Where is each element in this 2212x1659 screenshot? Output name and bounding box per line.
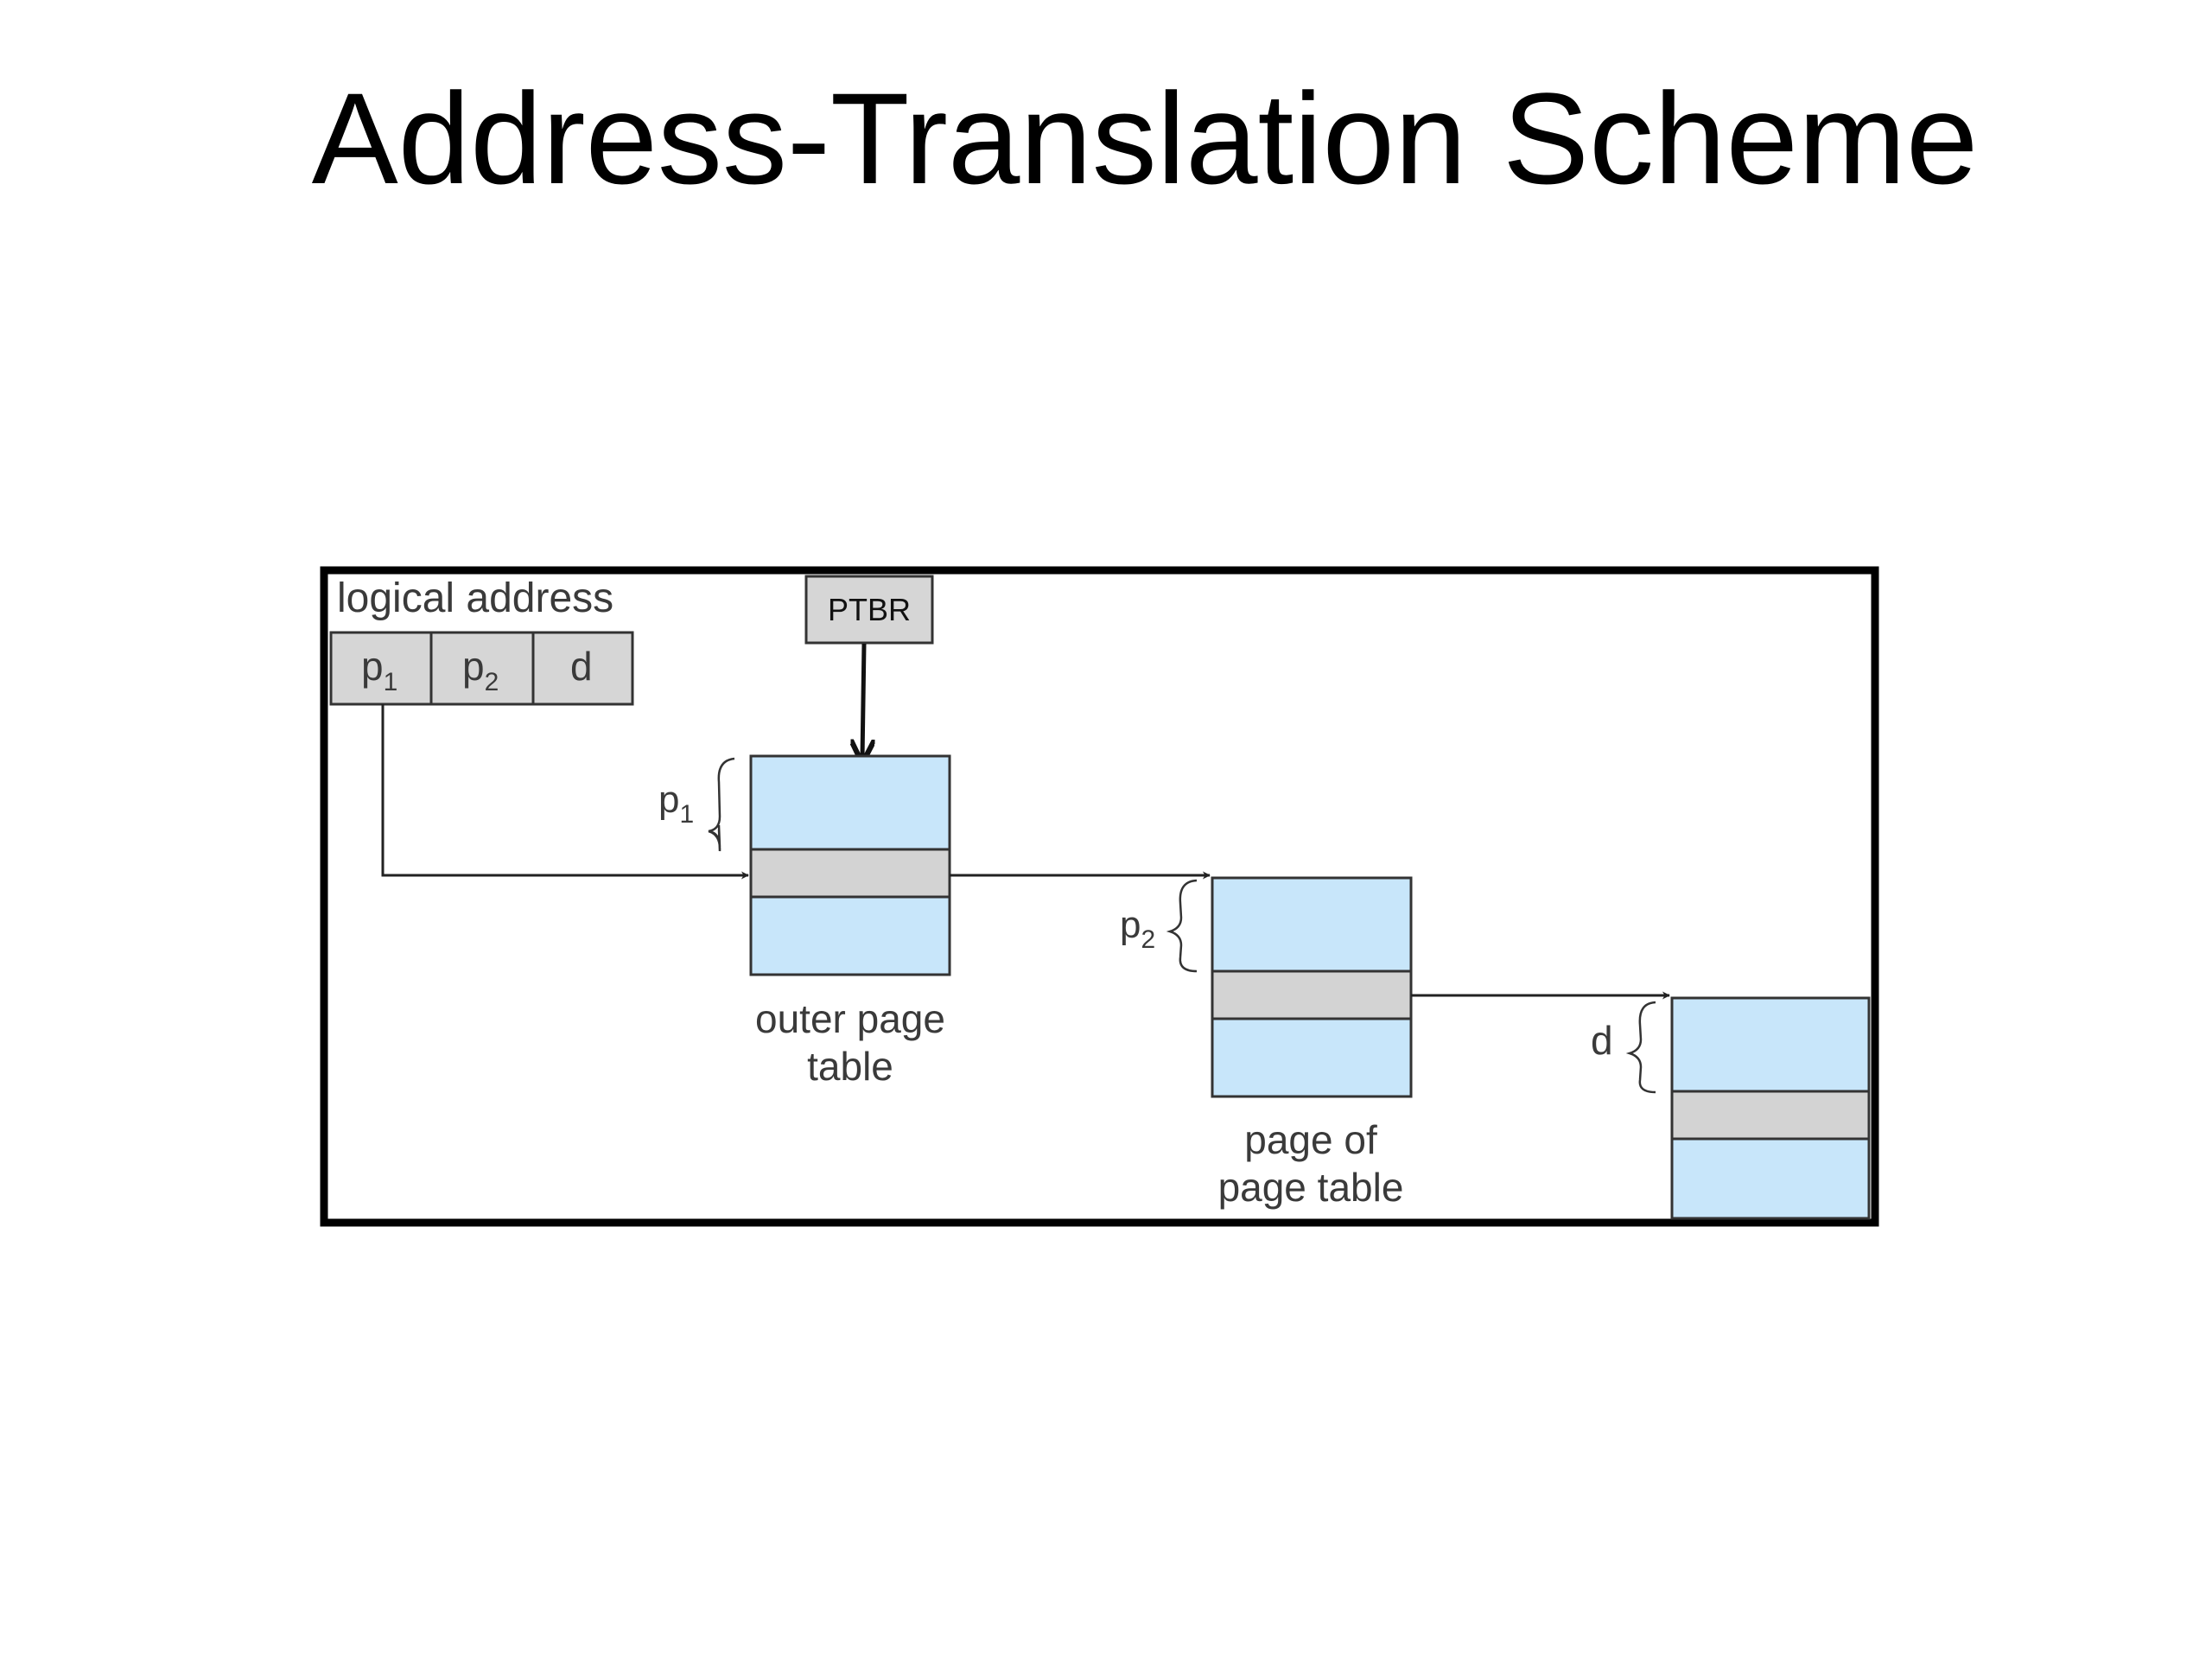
- outer-page-table: [749, 754, 951, 976]
- logical-address-label: logical address: [337, 575, 613, 621]
- outer-table-label-line1: outer page: [755, 996, 945, 1041]
- page-table-label-line2: page table: [1218, 1165, 1404, 1210]
- p2-brace: [1166, 879, 1198, 973]
- ptbr-label: PTBR: [828, 592, 911, 627]
- ptbr-arrow: [862, 643, 864, 759]
- field-p1-box: [329, 631, 433, 706]
- memory-page: [1670, 996, 1871, 1220]
- d-brace: [1625, 1001, 1656, 1094]
- page-of-page-table: [1211, 876, 1413, 1098]
- field-d-box: [531, 631, 634, 706]
- slide-title: Address-Translation Scheme: [311, 66, 1979, 211]
- p1-arrow: [381, 704, 749, 880]
- field-p2-label: p2: [462, 644, 499, 696]
- field-p1-label: p1: [361, 644, 397, 696]
- page-table-index-label: p2: [1120, 904, 1155, 954]
- memory-page-index-label: d: [1591, 1018, 1613, 1063]
- page-table-label-line1: page of: [1244, 1117, 1377, 1162]
- field-d-label: d: [570, 644, 593, 689]
- outer-table-label-line2: table: [807, 1044, 893, 1089]
- outer-index-label: p1: [658, 779, 694, 829]
- ptbr-box: [804, 575, 934, 645]
- field-p2-box: [429, 631, 535, 706]
- p1-brace: [708, 757, 735, 852]
